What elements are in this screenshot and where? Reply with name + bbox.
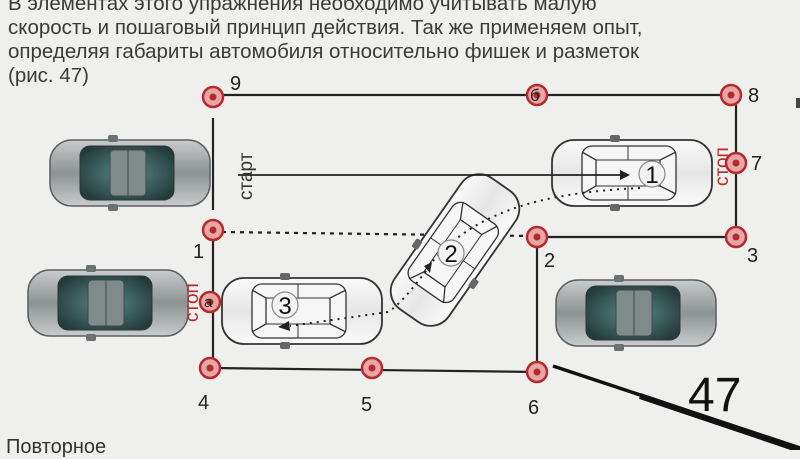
svg-text:2: 2 [444,241,457,268]
cone-1 [201,218,225,242]
cone-label-8: 8 [748,85,759,107]
cone-labels: 9 б 8 7 3 2 1 а 4 5 6 [193,73,762,419]
cone-7 [724,151,748,175]
cone-9 [201,85,225,109]
reference-line-1-2 [221,230,531,238]
car-label-2: 2 [437,239,465,268]
cone-label-7: 7 [751,153,762,175]
cone-label-a: а [204,294,213,311]
car-label-1: 1 [638,160,666,189]
text-line-2: скорость и пошаговый принцип действия. Т… [8,16,643,39]
cone-8 [719,83,743,107]
bottom-text: Повторное [6,436,107,458]
cone-label-1: 1 [193,241,204,263]
cone-6 [525,360,549,384]
figure-number: 47 [688,369,742,422]
cone-label-b: б [530,86,540,105]
text-line-3: определяя габариты автомобиля относитель… [8,40,640,63]
arrow-head-icon [278,321,290,331]
parked-car-bottom-left [27,264,189,342]
cone-label-6: 6 [528,397,539,419]
instruction-text: В элементах этого упражнения необходимо … [8,0,788,88]
edge-mark [796,98,800,108]
start-label: старт [236,152,257,200]
pointer-stick-shaft [639,393,800,450]
stop-label-left: стоп [182,283,203,322]
cone-5 [360,356,384,380]
svg-text:1: 1 [645,162,658,189]
cone-3 [724,225,748,249]
cone-2 [525,225,549,249]
arrow-head-icon [424,262,432,273]
cone-4 [198,356,222,380]
cone-label-4: 4 [198,392,209,414]
parked-car-top-left [49,134,211,212]
svg-text:3: 3 [278,293,291,320]
arrow-head-icon [620,170,630,180]
cone-label-5: 5 [361,394,372,416]
cone-label-3: 3 [747,245,758,267]
final-path-line [289,311,389,327]
car-1 [551,134,713,212]
car-3 [221,272,383,350]
reverse-path-line [387,187,641,313]
text-line-1: В элементах этого упражнения необходимо … [8,0,597,15]
cone-label-9: 9 [230,73,241,95]
parked-car-bottom-right [555,274,717,352]
car-label-3: 3 [271,291,299,320]
text-line-4: (рис. 47) [8,64,89,87]
cone-label-2: 2 [544,250,555,272]
